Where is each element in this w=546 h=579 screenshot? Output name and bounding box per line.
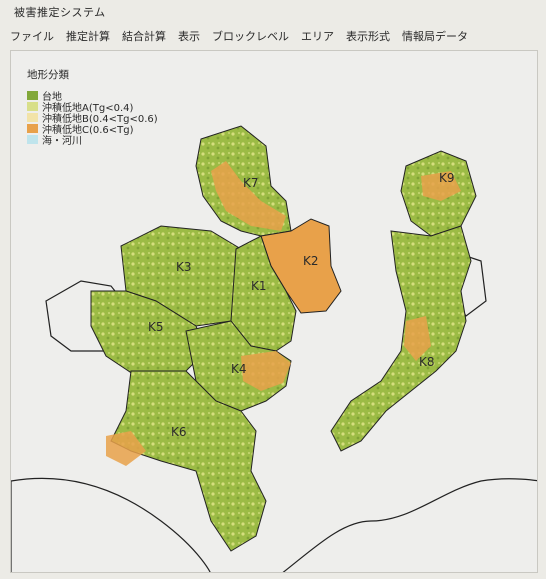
region-label-k4: K4 — [231, 362, 247, 376]
region-label-k8: K8 — [419, 355, 435, 369]
legend-swatch-lowland-c — [27, 124, 38, 133]
region-label-k1: K1 — [251, 279, 267, 293]
menu-info-data[interactable]: 情報局データ — [402, 30, 468, 43]
coastline-outline — [11, 477, 211, 572]
legend-label-water: 海・河川 — [42, 136, 82, 147]
menu-combined-calc[interactable]: 結合計算 — [122, 30, 166, 43]
legend-swatch-water — [27, 135, 38, 144]
region-label-k7: K7 — [243, 176, 259, 190]
region-k6-lowland — [106, 431, 146, 466]
legend-swatch-lowland-b — [27, 113, 38, 122]
window-title: 被害推定システム — [14, 6, 106, 19]
legend-swatch-lowland-a — [27, 102, 38, 111]
region-label-k9: K9 — [439, 171, 455, 185]
legend-item-plateau: 台地 — [27, 90, 158, 103]
legend-label-lowland-b: 沖積低地B(0.4<Tg<0.6) — [42, 114, 158, 125]
legend-label-plateau: 台地 — [42, 92, 62, 103]
legend-item-lowland-c: 沖積低地C(0.6<Tg) — [27, 123, 158, 136]
region-label-k5: K5 — [148, 320, 164, 334]
menu-bar: ファイル 推定計算 結合計算 表示 ブロックレベル エリア 表示形式 情報局デー… — [0, 26, 546, 46]
menu-estimate-calc[interactable]: 推定計算 — [66, 30, 110, 43]
region-label-k3: K3 — [176, 260, 192, 274]
region-k8-lowland — [404, 316, 431, 361]
legend-title: 地形分類 — [27, 69, 69, 81]
legend-label-lowland-c: 沖積低地C(0.6<Tg) — [42, 125, 134, 136]
region-label-k6: K6 — [171, 425, 187, 439]
legend-item-lowland-a: 沖積低地A(Tg<0.4) — [27, 101, 158, 114]
menu-display-format[interactable]: 表示形式 — [346, 30, 390, 43]
legend-item-water: 海・河川 — [27, 134, 158, 147]
legend-item-lowland-b: 沖積低地B(0.4<Tg<0.6) — [27, 112, 158, 125]
region-label-k2: K2 — [303, 254, 319, 268]
menu-file[interactable]: ファイル — [10, 30, 54, 43]
menu-area[interactable]: エリア — [301, 30, 334, 43]
legend: 地形分類 台地 沖積低地A(Tg<0.4) 沖積低地B(0.4<Tg<0.6) … — [27, 67, 158, 147]
menu-block-level[interactable]: ブロックレベル — [212, 30, 289, 43]
map-panel[interactable]: K7 K2 K3 K1 K5 K4 K6 K8 K9 地形分類 台地 沖積低地A… — [10, 50, 538, 573]
legend-label-lowland-a: 沖積低地A(Tg<0.4) — [42, 103, 134, 114]
region-k8[interactable] — [330, 225, 472, 452]
terrain-map[interactable]: K7 K2 K3 K1 K5 K4 K6 K8 K9 — [11, 51, 538, 573]
region-k4-lowland — [241, 351, 291, 391]
region-k9-lowland — [421, 171, 461, 201]
region-k7-lowland — [211, 161, 286, 231]
south-coast-outline — [282, 478, 537, 572]
legend-swatch-plateau — [27, 91, 38, 100]
menu-view[interactable]: 表示 — [178, 30, 200, 43]
